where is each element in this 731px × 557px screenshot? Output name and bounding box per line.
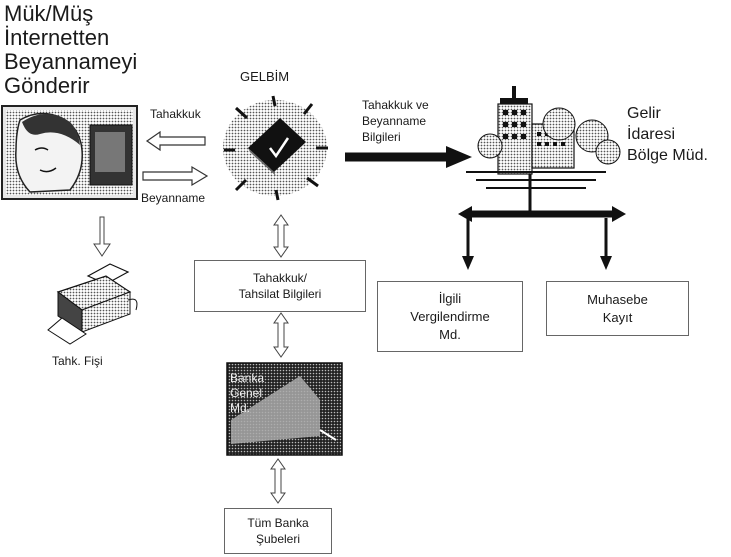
bank-center-label-line: Genel bbox=[230, 386, 263, 400]
transfer-label: Tahakkuk ve Beyanname Bilgileri bbox=[362, 97, 429, 145]
printer-icon bbox=[47, 263, 138, 345]
tahakkuk-arrow bbox=[145, 130, 206, 152]
tahsilat-box: Tahakkuk/ Tahsilat Bilgileri bbox=[194, 260, 366, 312]
tahsilat-box-line: Tahsilat Bilgileri bbox=[238, 287, 322, 301]
sender-title-line: Beyannameyi bbox=[4, 49, 138, 74]
bank-center-label-line: Banka bbox=[230, 371, 265, 385]
bank-branches-arrow bbox=[270, 458, 286, 504]
transfer-arrow bbox=[345, 146, 472, 168]
gelir-label-line: Gelir bbox=[627, 105, 661, 122]
transfer-label-line: Bilgileri bbox=[362, 130, 401, 144]
bank-branches-box-line: Şubeleri bbox=[255, 532, 301, 546]
person-printer-arrow bbox=[93, 216, 111, 257]
person-at-computer-icon bbox=[1, 105, 138, 200]
beyanname-arrow bbox=[142, 165, 209, 187]
bank-building-icon bbox=[226, 362, 343, 456]
muhasebe-box-line: Muhasebe bbox=[587, 291, 648, 307]
sender-title-line: Mük/Müş bbox=[4, 1, 94, 26]
beyanname-arrow-label: Beyanname bbox=[141, 191, 206, 205]
gelbim-book-icon bbox=[223, 95, 328, 201]
gelbim-tahsilat-arrow bbox=[273, 214, 289, 258]
tahakkuk-arrow-label: Tahakkuk bbox=[150, 107, 201, 121]
gelbim-label: GELBİM bbox=[240, 69, 290, 84]
gelir-label-line: İdaresi bbox=[627, 126, 676, 143]
vergilendirme-box: İlgili Vergilendirme Md. bbox=[377, 281, 523, 352]
bank-branches-box-line: Tüm Banka bbox=[247, 516, 309, 530]
vergilendirme-box-line: Vergilendirme bbox=[410, 308, 490, 324]
vergilendirme-box-line: İlgili bbox=[438, 290, 462, 306]
tahsilat-box-line: Tahakkuk/ bbox=[252, 271, 308, 285]
sender-title-line: İnternetten bbox=[4, 25, 110, 50]
gelir-label-line: Bölge Müd. bbox=[627, 147, 708, 164]
bank-center-label: Banka Genel Md. bbox=[230, 371, 264, 416]
printer-label: Tahk. Fişi bbox=[52, 354, 103, 368]
branch-arrows bbox=[458, 206, 626, 270]
government-building-icon bbox=[466, 86, 621, 212]
bank-center-label-line: Md. bbox=[230, 401, 251, 415]
sender-title-line: Gönderir bbox=[4, 73, 90, 98]
transfer-label-line: Tahakkuk ve bbox=[362, 98, 429, 112]
tahsilat-bank-arrow bbox=[273, 312, 289, 358]
muhasebe-box: Muhasebe Kayıt bbox=[546, 281, 689, 336]
transfer-label-line: Beyanname bbox=[362, 114, 427, 128]
sender-title: Mük/Müş İnternetten Beyannameyi Gönderir bbox=[4, 2, 137, 98]
gelir-label: Gelir İdaresi Bölge Müd. bbox=[627, 103, 708, 166]
bank-branches-box: Tüm Banka Şubeleri bbox=[224, 508, 332, 554]
vergilendirme-box-line: Md. bbox=[439, 326, 461, 342]
muhasebe-box-line: Kayıt bbox=[602, 309, 633, 325]
